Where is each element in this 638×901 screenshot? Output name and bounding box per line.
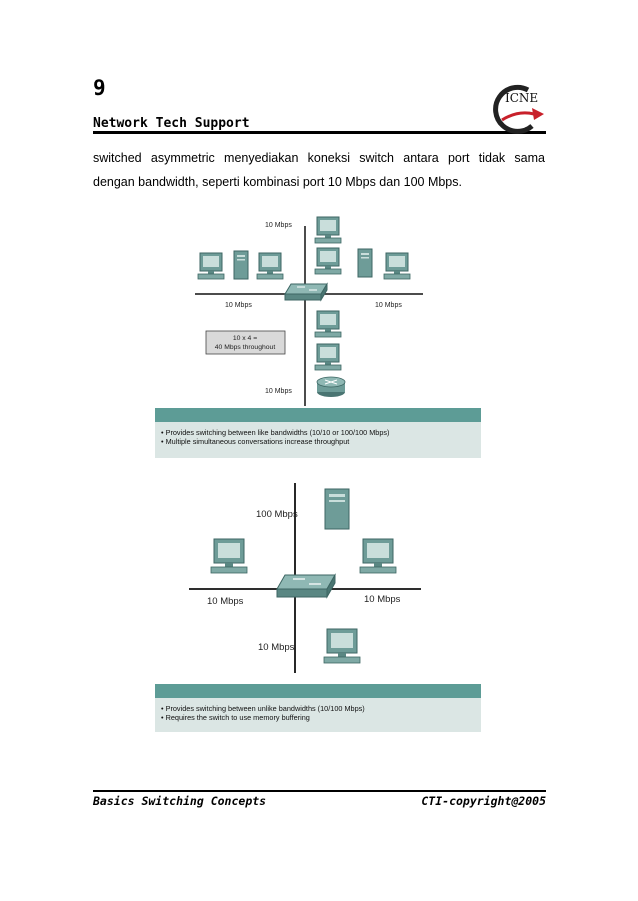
- label-left: 10 Mbps: [225, 302, 252, 309]
- page-number: 9: [93, 76, 106, 100]
- figure-symmetric-switching: 10 Mbps 10 Mbps 10 Mbps 10 Mbps 10 x 4 =…: [155, 210, 481, 458]
- caption-band-2: • Provides switching between unlike band…: [155, 684, 481, 732]
- caption-bullet: • Requires the switch to use memory buff…: [161, 713, 310, 722]
- body-line-2: dengan bandwidth, seperti kombinasi port…: [93, 175, 462, 189]
- throughput-box: 10 x 4 = 40 Mbps throughout: [205, 330, 286, 355]
- footer-left: Basics Switching Concepts: [93, 794, 267, 808]
- label-right: 10 Mbps: [364, 594, 401, 605]
- logo-text: ICNE: [505, 91, 538, 105]
- pc-icon: [383, 252, 411, 280]
- label-left: 10 Mbps: [207, 596, 244, 607]
- footer-right: CTI-copyright@2005: [421, 794, 546, 808]
- footer-rule: [93, 790, 546, 792]
- pc-icon: [314, 343, 342, 371]
- calc-line-2: 40 Mbps throughout: [215, 344, 276, 351]
- header-rule: [93, 131, 546, 134]
- label-right: 10 Mbps: [375, 302, 402, 309]
- server-icon: [233, 250, 249, 280]
- router-icon: [316, 376, 346, 397]
- server-icon: [324, 488, 350, 530]
- switch-icon: [276, 574, 336, 598]
- server-icon: [357, 248, 373, 278]
- caption-bullet: • Multiple simultaneous conversations in…: [161, 437, 350, 446]
- label-bottom: 10 Mbps: [265, 388, 292, 395]
- pc-icon: [314, 216, 342, 244]
- label-bottom: 10 Mbps: [258, 642, 295, 653]
- icne-logo: ICNE: [493, 84, 544, 134]
- switch-icon: [284, 283, 328, 301]
- figure-asymmetric-switching: 100 Mbps 10 Mbps 10 Mbps 10 Mbps • Provi…: [155, 483, 481, 732]
- pc-icon: [323, 628, 361, 664]
- body-line-1: switched asymmetric menyediakan koneksi …: [93, 151, 545, 165]
- label-top: 10 Mbps: [265, 222, 292, 229]
- pc-icon: [197, 252, 225, 280]
- chapter-title: Network Tech Support: [93, 116, 250, 131]
- caption-band-1: • Provides switching between like bandwi…: [155, 408, 481, 458]
- network-diagram-2: 100 Mbps 10 Mbps 10 Mbps 10 Mbps: [189, 483, 421, 673]
- pc-icon: [314, 247, 342, 275]
- calc-line-1: 10 x 4 =: [233, 335, 257, 342]
- pc-icon: [256, 252, 284, 280]
- body-paragraph: switched asymmetric menyediakan koneksi …: [93, 146, 545, 194]
- caption-bullet: • Provides switching between unlike band…: [161, 704, 365, 713]
- caption-bullet: • Provides switching between like bandwi…: [161, 428, 390, 437]
- network-diagram-1: 10 Mbps 10 Mbps 10 Mbps 10 Mbps 10 x 4 =…: [195, 216, 423, 406]
- pc-icon: [314, 310, 342, 338]
- pc-icon: [210, 538, 248, 574]
- pc-icon: [359, 538, 397, 574]
- label-top: 100 Mbps: [256, 509, 298, 520]
